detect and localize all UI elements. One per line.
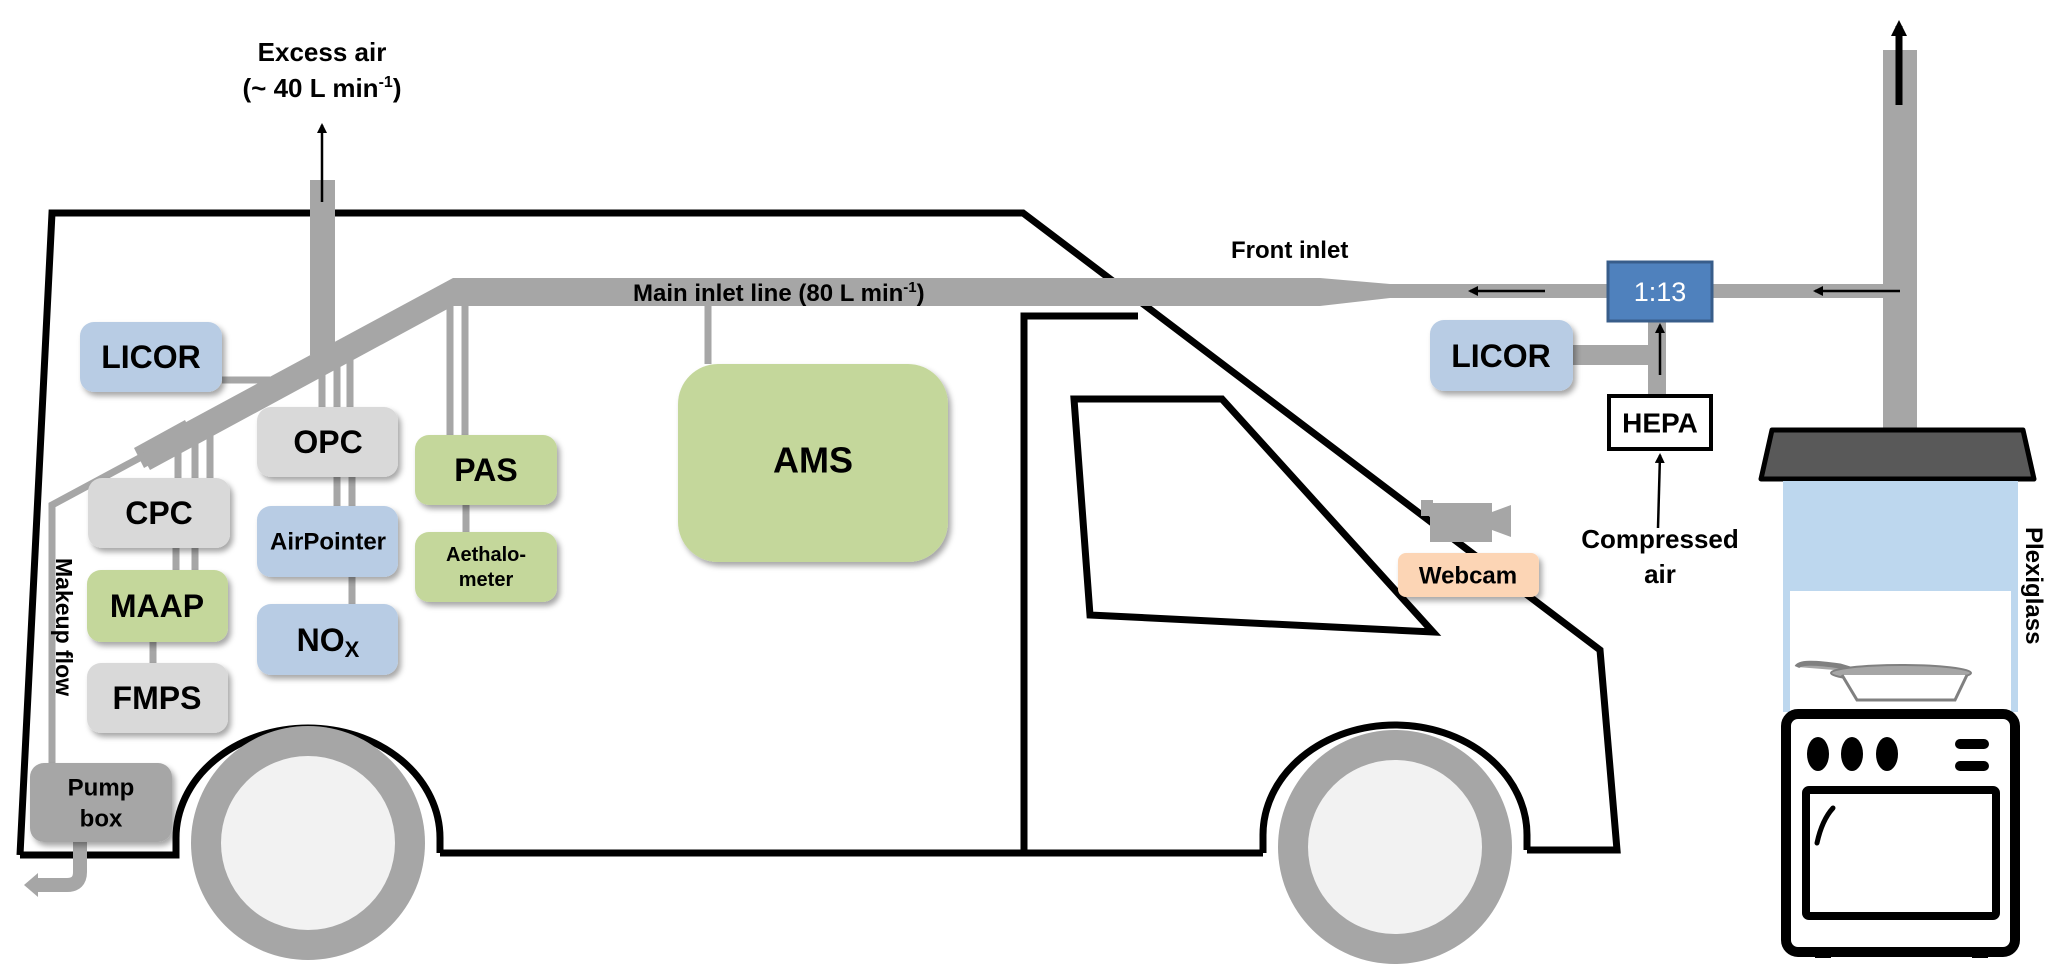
pas-label: PAS bbox=[454, 452, 517, 488]
frying-pan-icon bbox=[1794, 660, 1972, 702]
video-camera-icon bbox=[1421, 500, 1511, 542]
instrument-cpc[interactable]: CPC bbox=[88, 478, 230, 548]
instrument-airpointer[interactable]: AirPointer bbox=[257, 506, 398, 577]
instrument-nox[interactable]: NOX bbox=[257, 604, 398, 675]
front-wheel-arch bbox=[1259, 721, 1531, 853]
pump-label-2: box bbox=[80, 806, 123, 833]
van-outline bbox=[16, 209, 1621, 859]
instrument-licor-rear[interactable]: LICOR bbox=[80, 322, 222, 392]
aethalometer-label-2: meter bbox=[459, 569, 514, 591]
compressed-air-label-1: Compressed bbox=[1581, 524, 1739, 554]
dilutor-box[interactable]: 1:13 bbox=[1606, 260, 1714, 323]
side-window bbox=[1070, 395, 1442, 636]
instrument-licor-front[interactable]: LICOR bbox=[1430, 320, 1573, 391]
dilution-ratio-label: 1:13 bbox=[1634, 277, 1687, 307]
makeup-flow-label: Makeup flow bbox=[51, 558, 77, 696]
hood-exhaust-duct bbox=[1883, 50, 1917, 430]
instrument-opc[interactable]: OPC bbox=[257, 407, 398, 477]
pump-box[interactable]: Pump box bbox=[30, 763, 172, 842]
extraction-hood-icon bbox=[1758, 427, 2037, 482]
fmps-label: FMPS bbox=[113, 680, 202, 716]
front-wheel bbox=[1278, 730, 1512, 964]
licor-rear-label: LICOR bbox=[101, 339, 201, 375]
maap-label: MAAP bbox=[110, 588, 204, 624]
airpointer-label: AirPointer bbox=[270, 529, 386, 556]
main-inlet-label: Main inlet line (80 L min-1) bbox=[633, 279, 925, 307]
webcam-label: Webcam bbox=[1419, 563, 1517, 590]
compressed-air-label-2: air bbox=[1644, 559, 1676, 589]
opc-label: OPC bbox=[293, 424, 362, 460]
webcam-box[interactable]: Webcam bbox=[1398, 553, 1539, 597]
instrument-ams[interactable]: AMS bbox=[678, 364, 948, 562]
licor-front-label: LICOR bbox=[1451, 338, 1551, 374]
compressed-air-arrow bbox=[1654, 453, 1665, 529]
ams-label: AMS bbox=[773, 440, 853, 481]
pump-label-1: Pump bbox=[68, 775, 135, 802]
excess-air-duct bbox=[310, 180, 335, 355]
instrument-aethalometer[interactable]: Aethalo- meter bbox=[415, 532, 557, 602]
plexiglass-label: Plexiglass bbox=[2020, 527, 2047, 644]
hepa-filter[interactable]: HEPA bbox=[1607, 394, 1713, 451]
hepa-label: HEPA bbox=[1622, 408, 1698, 439]
stove-oven-icon bbox=[1781, 709, 2020, 958]
makeup-flow-line bbox=[48, 451, 147, 763]
front-inlet-label: Front inlet bbox=[1231, 237, 1348, 264]
nox-label: NOX bbox=[297, 622, 360, 662]
rear-wheel bbox=[191, 726, 425, 960]
door-frame bbox=[1020, 312, 1138, 850]
diagonal-connector bbox=[134, 420, 195, 468]
piping bbox=[24, 50, 1917, 897]
instrument-pas[interactable]: PAS bbox=[415, 435, 557, 505]
van-body-top bbox=[16, 209, 1621, 856]
cpc-label: CPC bbox=[125, 495, 193, 531]
instrument-maap[interactable]: MAAP bbox=[87, 570, 228, 642]
aethalometer-label-1: Aethalo- bbox=[446, 544, 526, 566]
excess-air-label: Excess air bbox=[258, 37, 387, 67]
diagonal-inlet-line bbox=[138, 278, 453, 470]
excess-air-flow-label: (~ 40 L min-1) bbox=[243, 73, 402, 103]
instrument-fmps[interactable]: FMPS bbox=[87, 663, 228, 733]
main-inlet-line bbox=[453, 278, 1608, 306]
